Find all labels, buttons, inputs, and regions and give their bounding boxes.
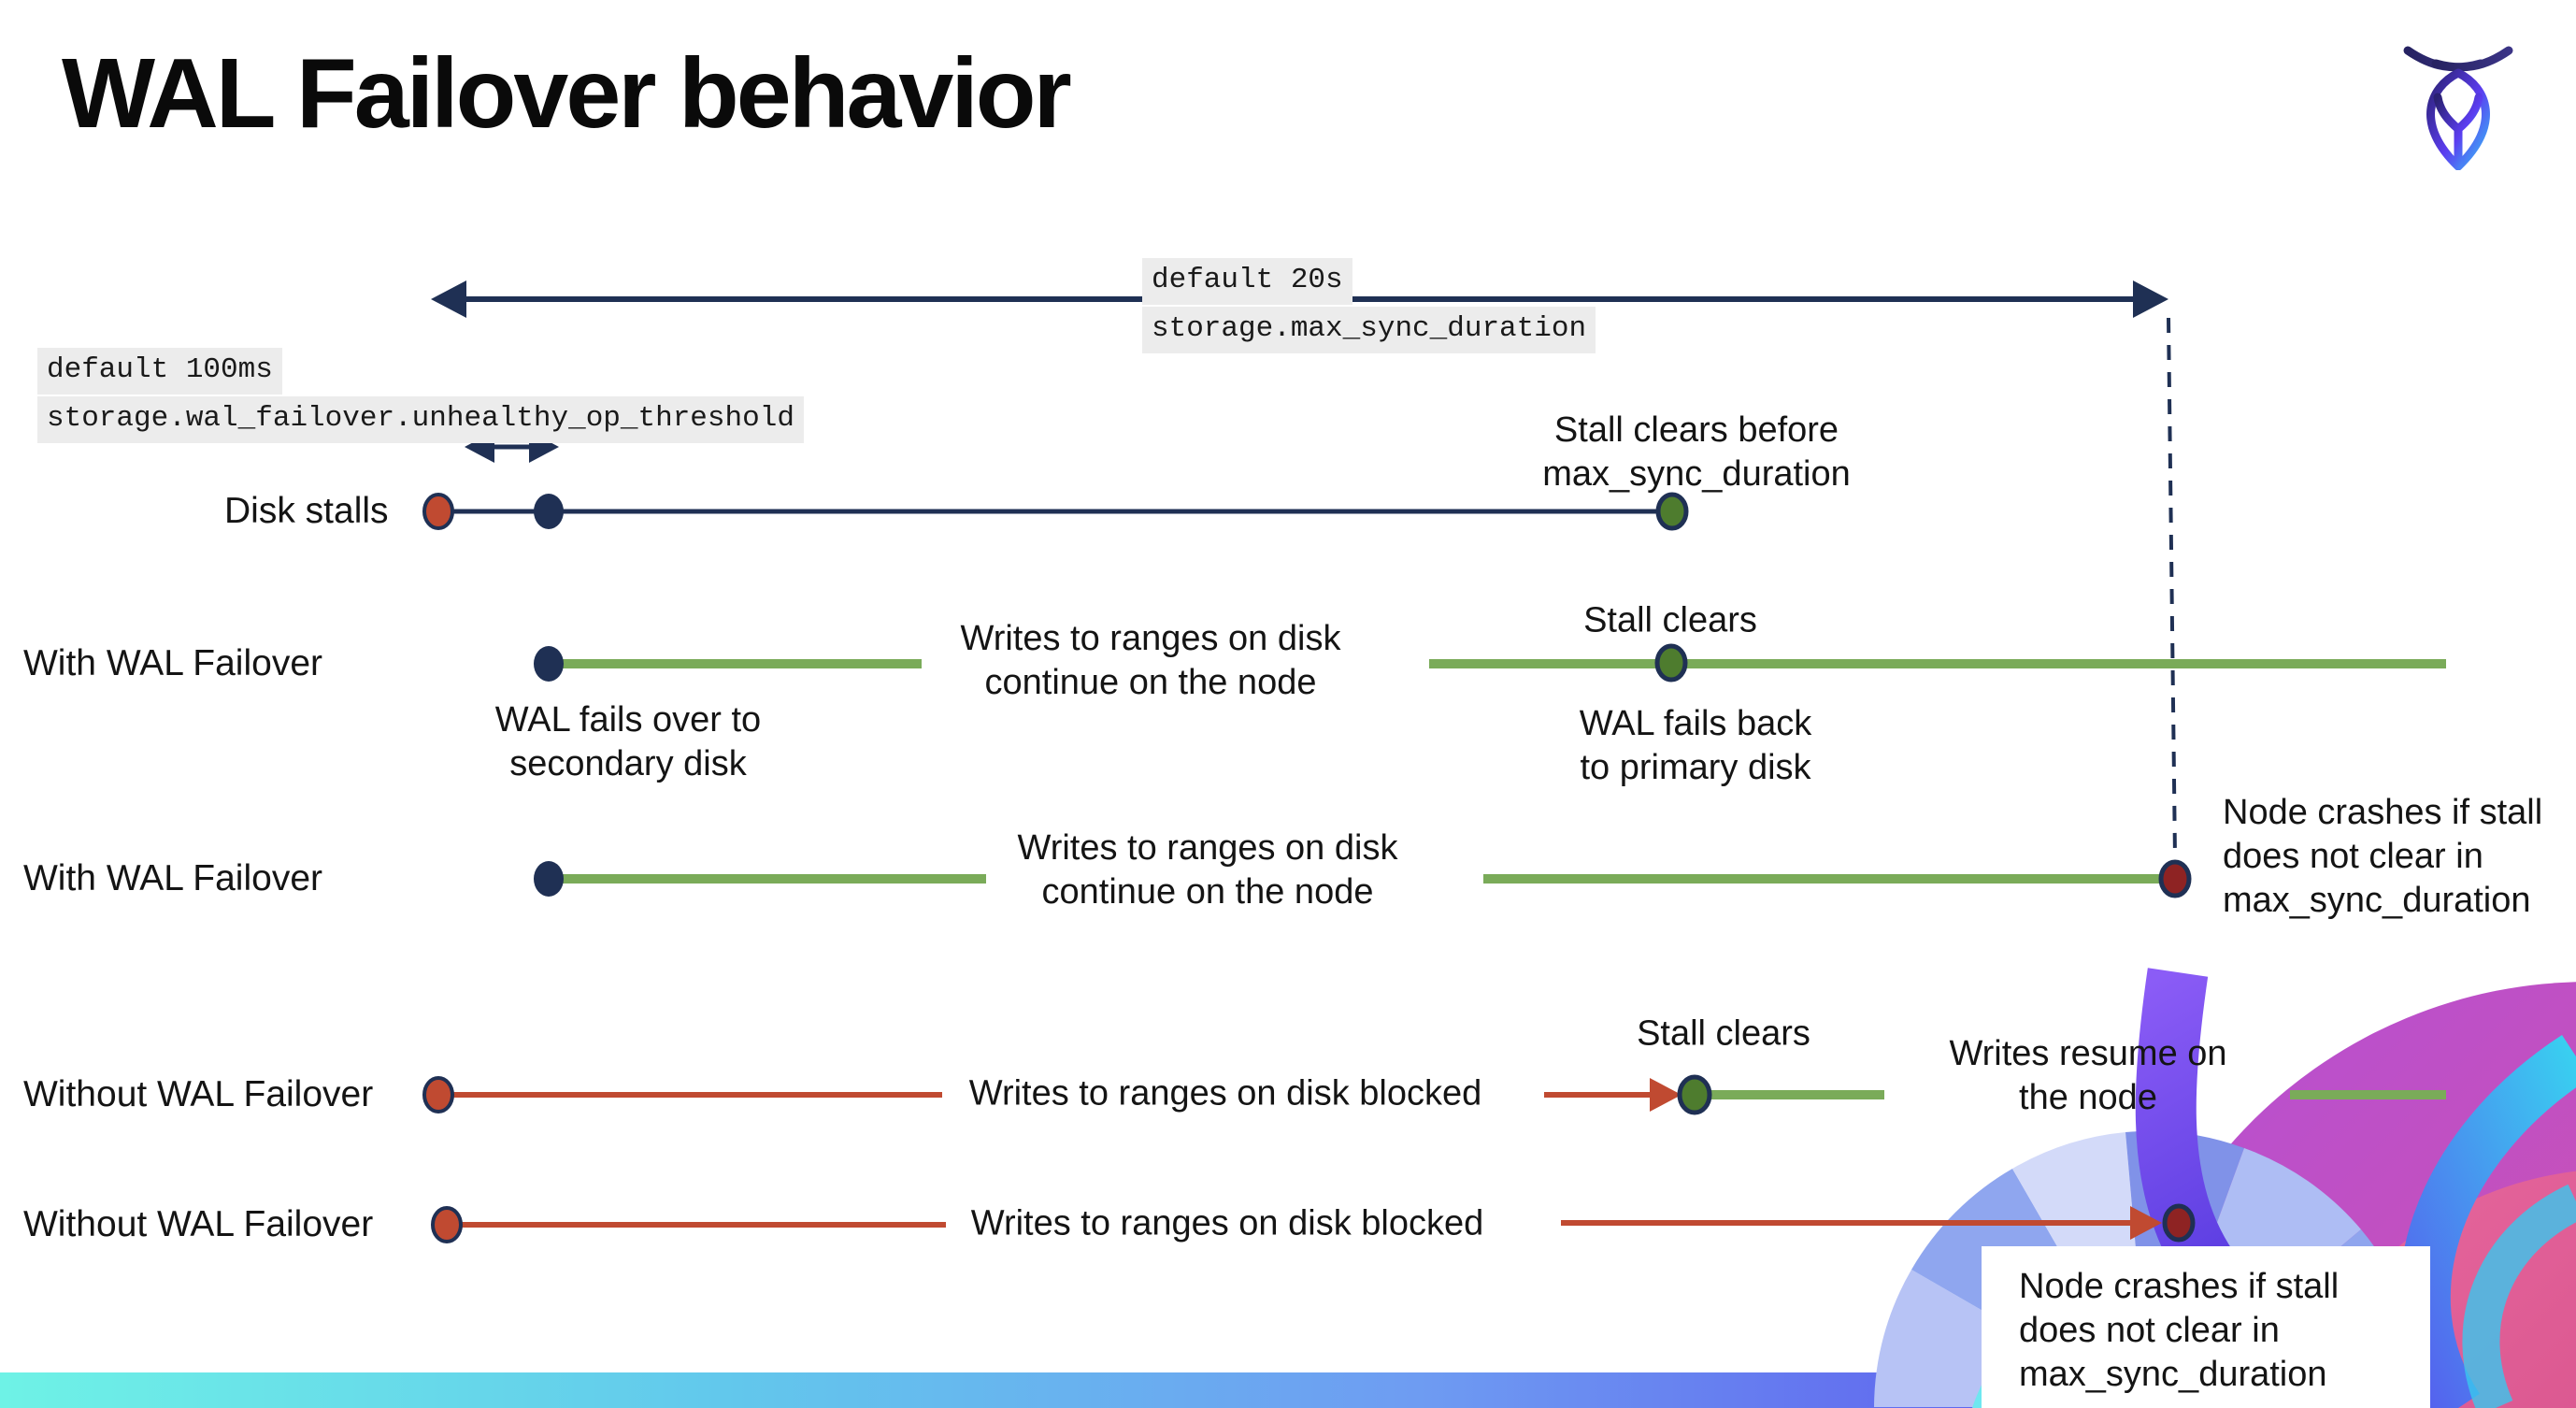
annotation-stall-clears-1: Stall clears bbox=[1583, 600, 1757, 640]
annotation-writes-blocked-1: Writes to ranges on disk blocked bbox=[968, 1073, 1482, 1113]
row3-crash-dot bbox=[2158, 859, 2192, 898]
annotation-stall-clears-2: Stall clears bbox=[1637, 1013, 1810, 1054]
max-sync-duration-setting-label: default 20s storage.max_sync_duration bbox=[1142, 258, 1596, 355]
row1-label: Disk stalls bbox=[224, 491, 389, 531]
page-title: WAL Failover behavior bbox=[62, 38, 1072, 149]
annotation-stall-clears-before: Stall clears before max_sync_duration bbox=[1542, 410, 1851, 494]
threshold-setting-name: storage.wal_failover.unhealthy_op_thresh… bbox=[37, 396, 804, 443]
row5-label: Without WAL Failover bbox=[23, 1204, 374, 1244]
threshold-default-value: default 100ms bbox=[37, 348, 282, 395]
annotation-wal-fails-over: WAL fails over to secondary disk bbox=[494, 700, 762, 783]
max-sync-setting-name: storage.max_sync_duration bbox=[1142, 307, 1596, 353]
cockroachdb-logo-icon bbox=[2403, 46, 2513, 170]
row4-label: Without WAL Failover bbox=[23, 1074, 374, 1114]
annotation-wal-fails-back: WAL fails back to primary disk bbox=[1579, 704, 1812, 787]
logo-body-stem bbox=[2433, 93, 2483, 169]
max-sync-default-value: default 20s bbox=[1142, 258, 1352, 305]
annotation-writes-resume: Writes resume on the node bbox=[1949, 1034, 2227, 1117]
row4-red-arrowhead bbox=[1650, 1078, 1682, 1112]
row3-label: With WAL Failover bbox=[23, 858, 322, 898]
row1-stall-clears-dot bbox=[1655, 492, 1689, 531]
row2-stall-clears-dot bbox=[1654, 643, 1688, 682]
row4-stall-clears-dot bbox=[1677, 1074, 1712, 1115]
row5-stall-start-dot bbox=[431, 1206, 463, 1243]
row2-label: With WAL Failover bbox=[23, 643, 322, 683]
annotation-writes-continue-1: Writes to ranges on disk continue on the… bbox=[960, 619, 1341, 702]
max-sync-arrowhead-right bbox=[2133, 280, 2168, 318]
row5-crash-dot bbox=[2162, 1203, 2196, 1243]
art-cyan-arc-2 bbox=[2462, 1184, 2576, 1408]
node-crashes-callout-box: Node crashes if stall does not clear in … bbox=[1982, 1246, 2430, 1408]
art-cyan-arc-1 bbox=[2398, 1034, 2576, 1408]
max-sync-dashed-line bbox=[2167, 317, 2177, 858]
row1-threshold-dot bbox=[534, 494, 564, 529]
row5-red-arrowhead bbox=[2130, 1206, 2162, 1240]
annotation-writes-blocked-2: Writes to ranges on disk blocked bbox=[970, 1203, 1484, 1243]
annotation-node-crashes-1: Node crashes if stall does not clear in … bbox=[2223, 793, 2543, 920]
row1-stall-start-dot bbox=[422, 493, 454, 530]
row3-failover-dot bbox=[534, 861, 564, 897]
unhealthy-op-threshold-setting-label: default 100ms storage.wal_failover.unhea… bbox=[37, 348, 804, 445]
annotation-node-crashes-2: Node crashes if stall does not clear in … bbox=[2019, 1267, 2340, 1394]
row2-failover-dot bbox=[534, 646, 564, 682]
logo-antenna-right bbox=[2431, 46, 2513, 72]
annotation-writes-continue-2: Writes to ranges on disk continue on the… bbox=[1017, 828, 1398, 912]
max-sync-arrowhead-left bbox=[431, 280, 466, 318]
row4-stall-start-dot bbox=[422, 1076, 454, 1113]
